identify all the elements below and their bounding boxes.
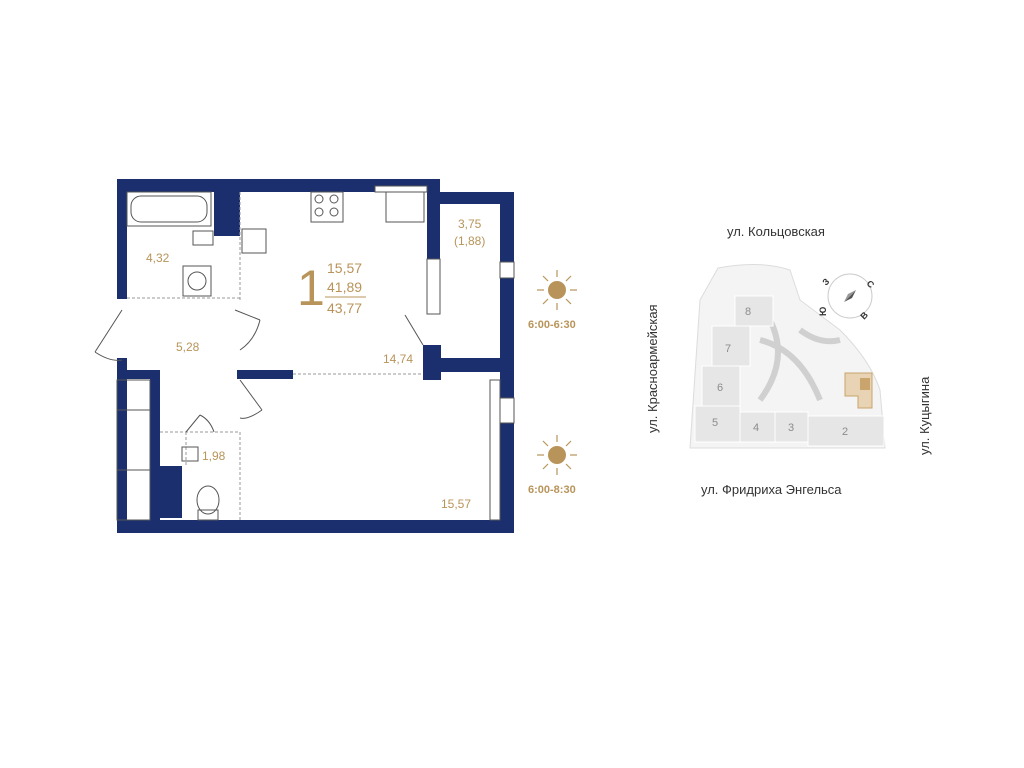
rooms-count: 1 <box>297 260 325 316</box>
room-kitchen-area: 14,74 <box>383 352 413 366</box>
sun-icon <box>537 270 577 310</box>
courtyard-paths <box>757 318 841 402</box>
wall-bedroom-top <box>423 358 514 372</box>
window-kitchen-top <box>374 185 428 193</box>
wall-wc-top <box>117 370 160 379</box>
wall-shaft <box>214 186 240 236</box>
section-label-8: 8 <box>745 306 751 318</box>
street-south: ул. Фридриха Энгельса <box>701 482 842 497</box>
bathtub <box>126 191 212 227</box>
washing-machine-drum <box>187 271 207 291</box>
section-label-7: 7 <box>725 343 731 355</box>
living-area: 15,57 <box>327 260 362 276</box>
compass-north: С <box>865 278 877 290</box>
wall-kitchen-right <box>427 179 440 259</box>
bath-sink <box>192 230 214 246</box>
room-hall-area: 5,28 <box>176 340 200 354</box>
wall-bottom <box>117 520 514 533</box>
cabinet <box>385 191 425 223</box>
door-balcony <box>404 314 424 346</box>
window-kitchen <box>426 258 441 315</box>
wall-balcony-top <box>440 192 514 204</box>
wc-sink <box>181 446 199 462</box>
window-bedroom <box>499 397 515 424</box>
compass-south: Ю <box>818 307 828 316</box>
room-bedroom-area: 15,57 <box>441 497 471 511</box>
section-label-4: 4 <box>753 422 759 434</box>
bathtub-inner <box>130 195 208 223</box>
total-area: 41,89 <box>327 279 362 295</box>
sun-icon <box>537 435 577 475</box>
wall-balcony-right <box>500 192 514 262</box>
section-label-3: 3 <box>788 422 794 434</box>
door-wc <box>185 414 215 433</box>
washing-machine <box>182 265 212 297</box>
entrance-door <box>94 309 123 361</box>
street-east: ул. Куцыгина <box>917 376 932 455</box>
door-bath <box>234 309 261 351</box>
room-bathroom-area: 4,32 <box>146 251 170 265</box>
toilet-tank <box>197 509 219 521</box>
wall-bedroom-right2 <box>500 423 514 533</box>
room-balcony-area: 3,75 <box>458 217 482 231</box>
wall-top <box>117 179 439 192</box>
wardrobe <box>116 379 151 521</box>
compass-east: В <box>858 309 870 321</box>
wall-bedroom-right <box>500 358 514 398</box>
door-bedroom <box>239 379 263 419</box>
section-8 <box>734 295 774 327</box>
section-label-6: 6 <box>717 382 723 394</box>
section-3 <box>774 411 809 443</box>
street-north: ул. Кольцовская <box>727 224 825 239</box>
section-5 <box>694 405 741 443</box>
apartment-plan: 4,32 5,28 1,98 14,74 15,57 3,75 (1,88) 1… <box>94 179 515 533</box>
section-label-2: 2 <box>842 426 848 438</box>
street-west: ул. Красноармейская <box>645 304 660 433</box>
compass-icon: С Ю З В <box>818 273 877 321</box>
section-7 <box>711 325 751 367</box>
wall-left-lower <box>117 358 127 533</box>
highlighted-apartment <box>860 378 870 390</box>
total-area-with-balcony: 43,77 <box>327 300 362 316</box>
section-label-5: 5 <box>712 417 718 429</box>
toilet <box>196 485 220 515</box>
partitions <box>127 192 423 520</box>
compass-west: З <box>820 276 831 287</box>
room-wc-area: 1,98 <box>202 449 226 463</box>
bedroom-sun-time: 6:00-8:30 <box>528 484 576 496</box>
window-bedroom-long <box>489 379 501 521</box>
kitchen-sun-time: 6:00-6:30 <box>528 319 576 331</box>
section-2 <box>807 415 885 447</box>
wall-balcony-right2 <box>500 278 514 358</box>
site-map: 8 7 6 5 4 3 2 С Ю З В ул. Кольцовская ул… <box>645 224 932 497</box>
wall-wc-shaft <box>160 466 182 518</box>
stove <box>310 191 344 223</box>
wall-wc-left <box>150 370 160 533</box>
window-balcony <box>499 261 515 279</box>
kitchen-sink <box>241 228 267 254</box>
wall-partition <box>237 370 293 379</box>
wardrobe-lines <box>117 409 150 471</box>
wall-left-upper <box>117 179 127 299</box>
room-balcony-reduced-area: (1,88) <box>454 234 485 248</box>
